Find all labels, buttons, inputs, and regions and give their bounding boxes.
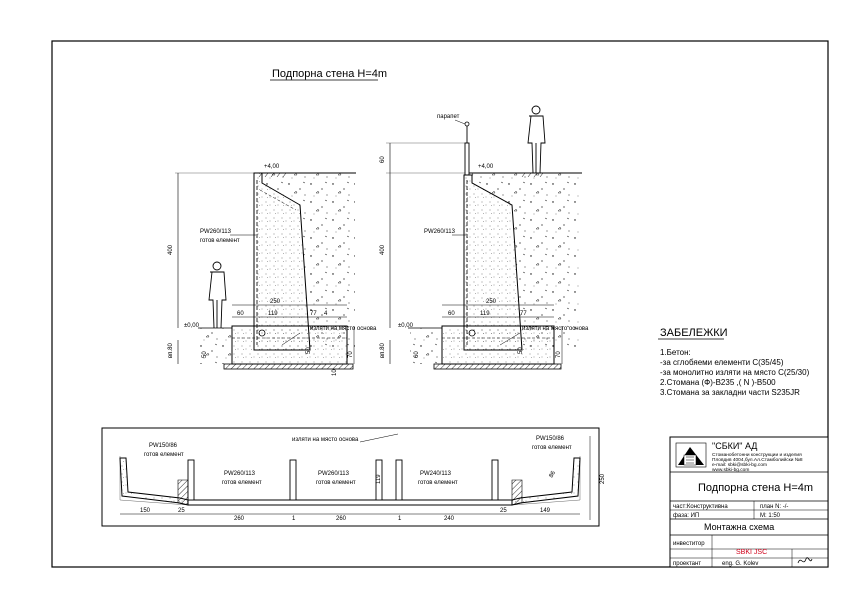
sheet-frame [51, 40, 829, 568]
plan-wing-left-sub: готов елемент [144, 452, 184, 458]
right-dim-77: 77 [520, 311, 527, 317]
signature-mark [797, 557, 813, 564]
company-logo [675, 442, 707, 468]
plan-wing-right-sub: готов елемент [532, 445, 572, 451]
left-dim-60: 60 [237, 311, 244, 317]
plan-dim-1a: 1 [292, 516, 296, 522]
notes-block: ЗАБЕЛЕЖКИ 1.Бетон: -за сглобяеми елемент… [658, 327, 810, 397]
left-person-figure [208, 261, 227, 329]
right-dim-70: 70 [556, 351, 562, 358]
plan-element-3-label: PW240/113 [420, 471, 452, 477]
right-lean-label: вп.80 [380, 343, 386, 358]
left-dim-119: 119 [268, 311, 278, 317]
notes-heading: ЗАБЕЛЕЖКИ [660, 327, 728, 339]
scale-label: М: 1:50 [760, 513, 781, 519]
right-dim-60: 60 [448, 311, 455, 317]
notes-line-2: -за сглобяеми елементи C(35/45) [660, 358, 784, 367]
sheet-name: Монтажна схема [704, 522, 774, 532]
right-dim-60b: 60 [414, 351, 420, 358]
left-lean-concrete [223, 363, 354, 370]
plan-dim-260b: 260 [336, 516, 347, 522]
right-dim-119: 119 [480, 311, 490, 317]
left-dim-77: 77 [310, 311, 317, 317]
left-bottom-level: ±0,00 [184, 323, 200, 329]
plan-dim-25b: 25 [500, 508, 507, 514]
left-element-sublabel: готов елемент [200, 238, 240, 244]
phase-label: фаза: ИП [673, 513, 699, 519]
plan-dim-25a: 25 [178, 508, 185, 514]
left-dim-50: 50 [306, 347, 312, 354]
plan-view: изляти на място основа PW150/86 готов ел… [101, 427, 606, 527]
right-lean-concrete [433, 363, 562, 370]
plan-dim-260a: 260 [234, 516, 245, 522]
plan-element-1-label: PW260/113 [224, 471, 256, 477]
plan-dim-250: 250 [600, 473, 606, 484]
left-height-dim: 400 [168, 244, 174, 255]
title-block: "СБКИ" АД Стоманобетонни конструкции и и… [669, 436, 829, 568]
company-sub-1: Стоманобетонни конструкции и изделия [712, 452, 802, 458]
notes-line-1: 1.Бетон: [660, 348, 691, 357]
plan-dim-86: 86 [549, 470, 558, 479]
plan-element-1-sub: готов елемент [222, 480, 262, 486]
right-soil-fill [472, 173, 580, 350]
drawing-title: Подпорна стена H=4m [272, 68, 387, 80]
plan-element-2-sub: готов елемент [316, 480, 356, 486]
right-element-label: PW260/113 [424, 229, 456, 235]
left-lean-label: вп.80 [168, 343, 174, 358]
designer-label: проектант [673, 561, 701, 567]
company-sub-3: e-mail: sbki@sbki-bg.com [712, 462, 767, 468]
left-dim-50b: 50 [202, 351, 208, 358]
right-person-figure [527, 105, 546, 174]
right-cast-label: изляти на място основа [522, 326, 589, 332]
right-bottom-level: ±0,00 [398, 323, 414, 329]
right-footing [441, 325, 555, 365]
plan-dim-1b: 1 [398, 516, 402, 522]
left-base-dim: 250 [270, 299, 281, 305]
right-top-level: +4,00 [478, 164, 494, 170]
company-name: "СБКИ" АД [712, 441, 757, 451]
parapet-post [464, 142, 470, 176]
plan-frame [101, 427, 600, 527]
left-section: +4,00 ±0,00 400 вп.80 50 PW260/113 готов… [168, 164, 377, 376]
plan-element-2-label: PW260/113 [318, 471, 350, 477]
plan-wing-right-label: PW150/86 [536, 436, 565, 442]
plan-dim-150: 150 [140, 508, 151, 514]
left-dim-70: 70 [348, 351, 354, 358]
left-top-level: +4,00 [264, 164, 280, 170]
plan-dim-119: 119 [376, 474, 382, 484]
notes-line-3: -за монолитно изляти на място C(25/30) [660, 368, 810, 377]
plan-dim-149: 149 [540, 508, 551, 514]
parapet-label: парапет [437, 114, 460, 120]
left-cast-label: изляти на място основа [310, 326, 377, 332]
plan-element-3-sub: готов елемент [418, 480, 458, 486]
left-element-label: PW260/113 [200, 229, 232, 235]
designer-value: eng. G. Kolev [722, 561, 758, 567]
plan-dim-240: 240 [444, 516, 455, 522]
notes-line-5: 3.Стомана за закладни части S235JR [660, 388, 800, 397]
plan-wing-left-label: PW150/86 [149, 443, 178, 449]
investor-value: SBKI JSC [736, 549, 767, 556]
project-name: Подпорна стена H=4m [698, 482, 813, 494]
company-sub-4: www.sbki-bg.com [712, 467, 749, 473]
right-height-dim: 400 [380, 244, 386, 255]
left-soil-fill [262, 173, 355, 350]
investor-label: инвеститор [673, 541, 705, 547]
company-sub-2: Пловдив 4004,бул.Ал.Стамболийски №8 [712, 456, 803, 463]
left-dim-4: 4 [324, 311, 328, 317]
part-label: част:Конструктивна [673, 504, 728, 510]
notes-line-4: 2.Стомана (Ф)-B235 ,( N )-B500 [660, 378, 776, 387]
right-dim-top60: 60 [380, 156, 386, 163]
plan-number-label: план N: -/- [760, 504, 788, 510]
left-dim-10: 10 [332, 369, 338, 376]
right-section: парапет +4,00 ±0,00 60 400 вп.80 60 PW26… [380, 105, 589, 370]
plan-cast-label: изляти на място основа [292, 437, 359, 443]
right-base-dim: 250 [486, 299, 497, 305]
right-dim-50: 50 [518, 347, 524, 354]
